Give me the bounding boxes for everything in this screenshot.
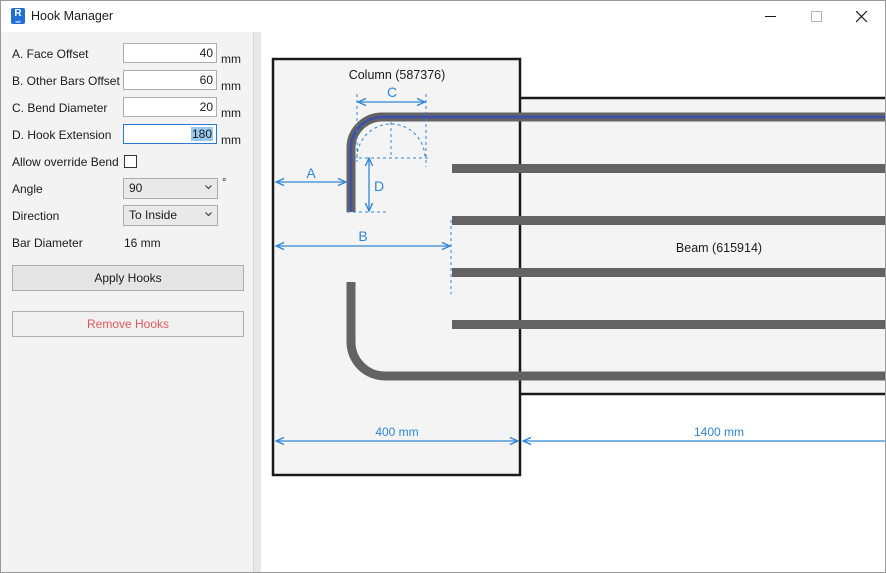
window-title: Hook Manager (31, 9, 113, 23)
column-width-label: 400 mm (375, 425, 418, 439)
panel-splitter[interactable] (253, 32, 262, 572)
hook-extension-label: D. Hook Extension (12, 128, 112, 142)
bend-diameter-input[interactable]: 20 (123, 97, 217, 117)
dim-a-label: A (306, 165, 316, 181)
diagram-canvas: Column (587376) Beam (615914) (261, 32, 885, 572)
bend-diameter-unit: mm (221, 106, 241, 120)
other-bars-offset-unit: mm (221, 79, 241, 93)
face-offset-label: A. Face Offset (12, 47, 89, 61)
apply-hooks-button[interactable]: Apply Hooks (12, 265, 244, 291)
allow-override-checkbox[interactable] (124, 155, 137, 168)
hook-diagram: Column (587376) Beam (615914) (271, 57, 885, 477)
face-offset-unit: mm (221, 52, 241, 66)
direction-label: Direction (12, 209, 60, 223)
close-button[interactable] (839, 1, 885, 32)
revit-app-icon: R rvt (11, 8, 25, 24)
chevron-down-icon (205, 185, 212, 190)
maximize-icon (811, 11, 822, 22)
title-bar: R rvt Hook Manager (1, 1, 885, 32)
beam-length-label: 1400 mm (694, 425, 744, 439)
app-icon-letter: R (14, 8, 22, 19)
close-icon (856, 11, 868, 23)
face-offset-input[interactable]: 40 (123, 43, 217, 63)
maximize-button[interactable] (794, 1, 840, 32)
allow-override-label: Allow override Bend (12, 155, 119, 169)
column-label: Column (587376) (349, 68, 446, 82)
settings-panel: A. Face Offset 40 mm B. Other Bars Offse… (1, 32, 253, 572)
dim-b-label: B (358, 228, 367, 244)
rebar-middle-1 (452, 164, 885, 173)
dim-c-label: C (387, 84, 397, 100)
bend-diameter-label: C. Bend Diameter (12, 101, 108, 115)
bar-diameter-label: Bar Diameter (12, 236, 83, 250)
minimize-icon (765, 16, 776, 17)
hook-extension-value: 180 (190, 127, 213, 141)
hook-extension-input[interactable]: 180 (123, 124, 217, 144)
column-shape (271, 57, 522, 477)
rebar-middle-4 (452, 320, 885, 329)
rebar-middle-2 (452, 216, 885, 225)
dim-d-label: D (374, 178, 384, 194)
angle-label: Angle (12, 182, 43, 196)
angle-value: 90 (129, 181, 143, 195)
rebar-middle-3 (452, 268, 885, 277)
angle-select[interactable]: 90 (123, 178, 218, 199)
bar-diameter-value: 16 mm (124, 236, 161, 250)
beam-shape (517, 96, 885, 396)
beam-label: Beam (615914) (676, 241, 762, 255)
angle-unit: ° (222, 177, 227, 189)
direction-value: To Inside (129, 208, 178, 222)
other-bars-offset-label: B. Other Bars Offset (12, 74, 120, 88)
minimize-button[interactable] (748, 1, 794, 32)
rebar-top-highlight (349, 115, 885, 212)
remove-hooks-button[interactable]: Remove Hooks (12, 311, 244, 337)
chevron-down-icon (205, 212, 212, 217)
other-bars-offset-input[interactable]: 60 (123, 70, 217, 90)
direction-select[interactable]: To Inside (123, 205, 218, 226)
rebar-bottom-hooked (346, 282, 885, 381)
hook-extension-unit: mm (221, 133, 241, 147)
app-icon-sub: rvt (15, 19, 21, 24)
